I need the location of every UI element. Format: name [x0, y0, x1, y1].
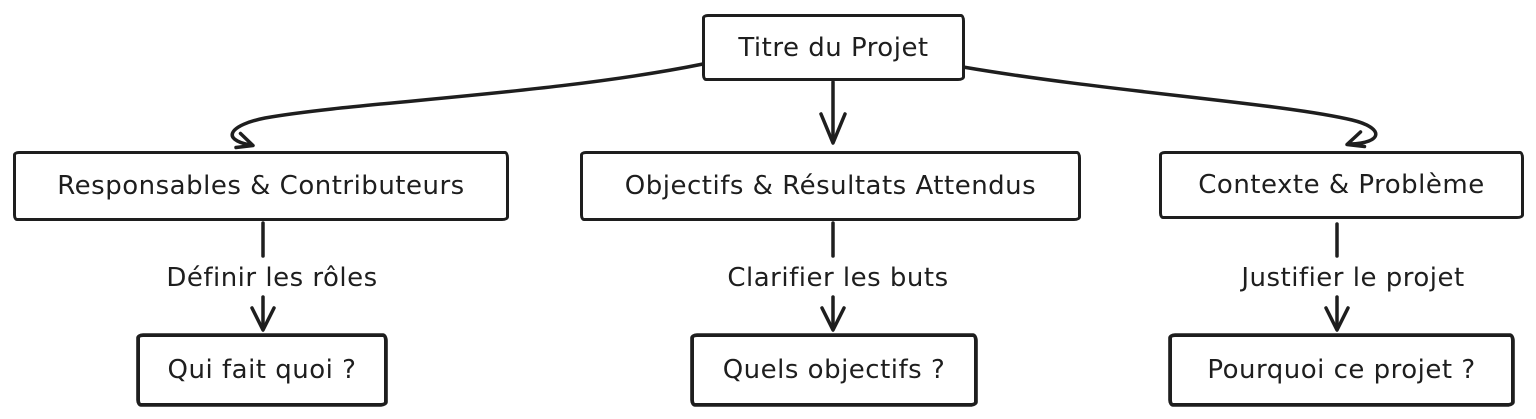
arrow-root-to-responsables	[230, 62, 705, 150]
node-label: Objectifs & Résultats Attendus	[624, 171, 1037, 201]
edge-label-justifier-le-projet: Justifier le projet	[1238, 263, 1468, 293]
node-label: Qui fait quoi ?	[167, 355, 357, 385]
arrow-root-to-contexte	[961, 65, 1378, 149]
node-label: Titre du Projet	[738, 32, 929, 63]
node-quels-objectifs: Quels objectifs ?	[691, 334, 977, 406]
node-label: Pourquoi ce projet ?	[1207, 355, 1476, 385]
node-titre-du-projet: Titre du Projet	[702, 14, 965, 81]
node-objectifs-resultats-attendus: Objectifs & Résultats Attendus	[580, 151, 1081, 221]
arrow-root-to-objectifs	[819, 80, 847, 145]
node-label: Contexte & Problème	[1198, 170, 1485, 200]
edge-label-clarifier-les-buts: Clarifier les buts	[724, 263, 952, 293]
node-responsables-contributeurs: Responsables & Contributeurs	[13, 151, 509, 221]
node-label: Quels objectifs ?	[722, 355, 946, 385]
node-label: Responsables & Contributeurs	[57, 171, 465, 201]
node-contexte-probleme: Contexte & Problème	[1159, 151, 1524, 219]
node-pourquoi-ce-projet: Pourquoi ce projet ?	[1169, 334, 1514, 406]
edge-label-definir-les-roles: Définir les rôles	[163, 263, 381, 293]
node-qui-fait-quoi: Qui fait quoi ?	[137, 334, 387, 406]
